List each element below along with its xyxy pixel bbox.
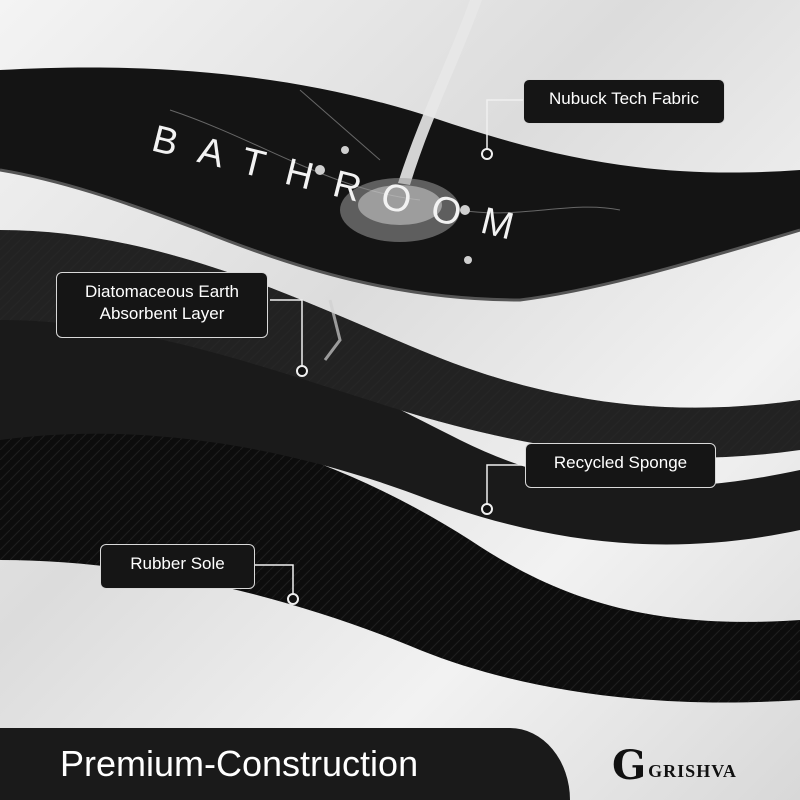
callout-leader-lines (255, 99, 525, 598)
callout-label-line1: Diatomaceous Earth (84, 282, 240, 301)
footer-title: Premium-Construction (60, 743, 419, 784)
callout-anchor-dots (287, 148, 493, 605)
callout-recycled-sponge: Recycled Sponge (525, 443, 716, 488)
brand-name: GRISHVA (648, 760, 737, 781)
water-stream (398, 0, 482, 185)
callout-label-line2: Absorbent Layer (99, 304, 225, 323)
callout-diatomaceous-earth: Diatomaceous Earth Absorbent Layer (56, 272, 268, 338)
footer-bar: Premium-Construction G GRISHVA (0, 728, 800, 800)
footer-title-panel: Premium-Construction (0, 728, 570, 800)
callout-label: Recycled Sponge (553, 453, 688, 472)
callout-label: Nubuck Tech Fabric (549, 89, 699, 108)
callout-label: Rubber Sole (130, 554, 225, 573)
brand-logo: G GRISHVA (612, 744, 737, 788)
brand-mark: G (612, 742, 647, 789)
callout-nubuck-tech-fabric: Nubuck Tech Fabric (523, 79, 725, 124)
callout-rubber-sole: Rubber Sole (100, 544, 255, 589)
recycled-sponge-layer (0, 299, 800, 545)
